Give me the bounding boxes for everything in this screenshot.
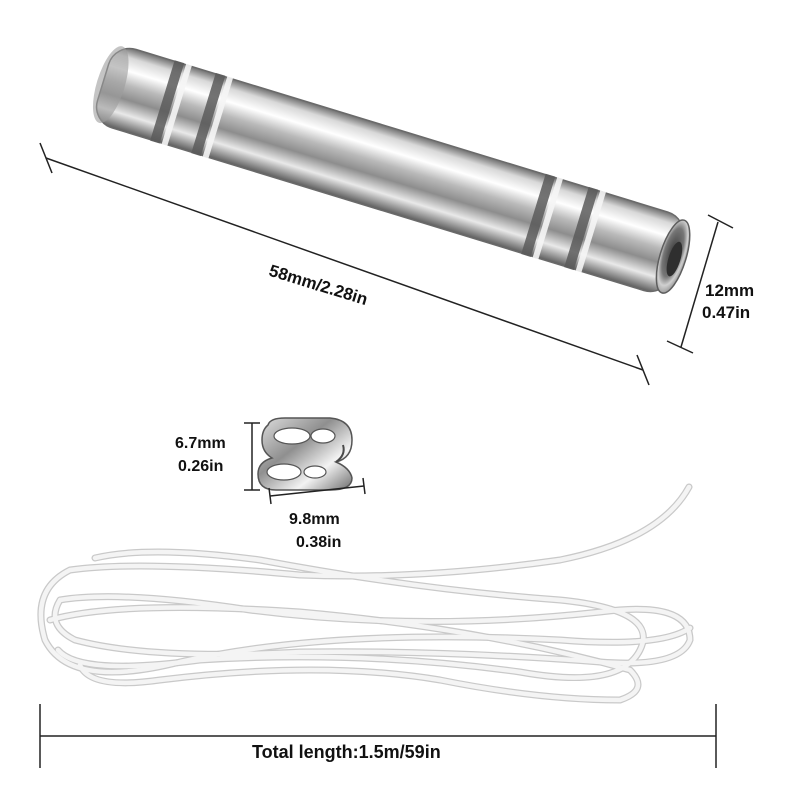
figure-eight-clip: [257, 417, 353, 491]
total-length-label: Total length:1.5m/59in: [252, 742, 441, 762]
tube-diameter-dimension: [666, 214, 734, 354]
chrome-tube: [92, 46, 691, 294]
total-length-dimension: [39, 704, 717, 768]
clip-height-mm-label: 6.7mm: [175, 435, 226, 452]
clip-width-dimension: [268, 477, 366, 505]
white-cord-coil: [37, 483, 694, 704]
tube-diameter-mm-label: 12mm: [705, 281, 755, 300]
clip-height-dimension: [244, 422, 260, 491]
clip-width-mm-label: 9.8mm: [289, 511, 340, 528]
clip-height-in-label: 0.26in: [178, 458, 224, 475]
tube-length-dimension: [39, 142, 650, 386]
tube-diameter-in-label: 0.47in: [702, 303, 751, 322]
clip-width-in-label: 0.38in: [296, 534, 342, 551]
